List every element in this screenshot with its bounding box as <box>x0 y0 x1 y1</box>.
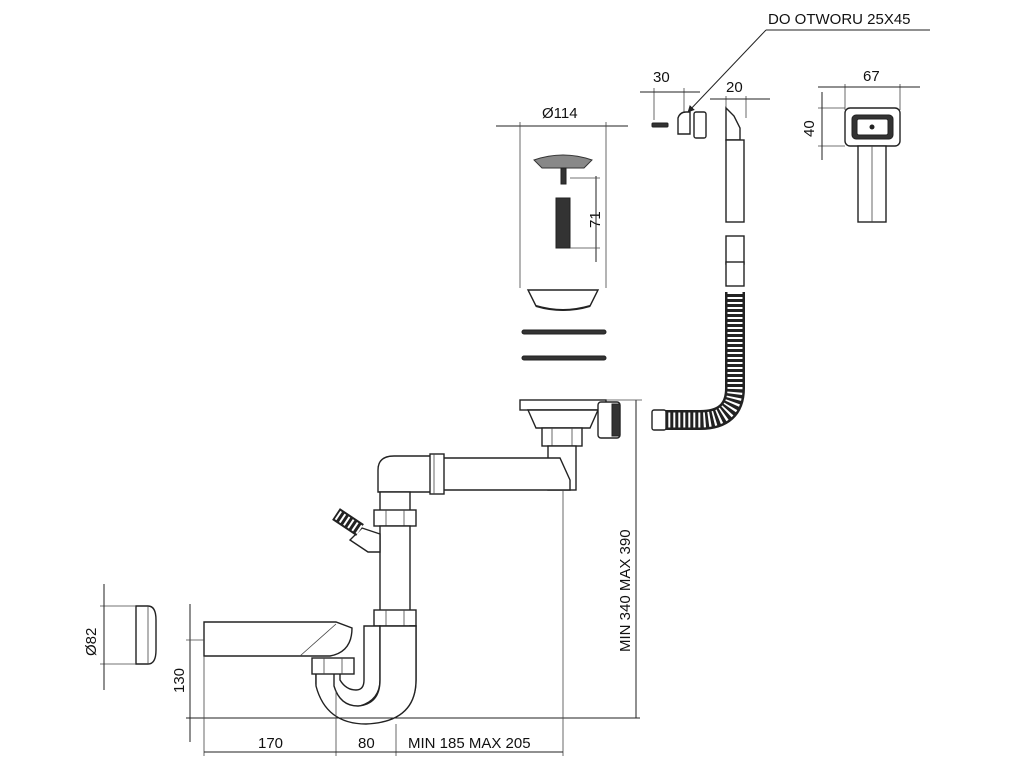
dim-30-label: 30 <box>653 69 670 86</box>
dim-67-label: 67 <box>863 68 880 85</box>
overflow-tube-joint-b <box>725 261 745 287</box>
trap-group <box>311 625 417 725</box>
height-dim-group: MIN 340 MAX 390 <box>606 399 642 718</box>
dim-80-label: 80 <box>358 735 375 752</box>
drain-body-nut <box>541 427 583 447</box>
dim-40-label: 40 <box>801 120 818 137</box>
overflow-tube-joint-a <box>725 235 745 265</box>
overflow-clip-part <box>677 111 691 135</box>
drain-body-top-ring <box>519 399 607 411</box>
hole-note-leader <box>687 29 767 113</box>
standpipe-nut-lower <box>373 609 417 627</box>
outlet-pipe-group <box>203 621 353 657</box>
wall-cap-group: Ø82 <box>83 584 157 690</box>
drain-body-cone <box>526 409 600 429</box>
standpipe-nut-upper <box>373 509 417 527</box>
screw-part <box>651 122 669 128</box>
hose-end-fitting <box>651 409 667 431</box>
outlet-pipe-cut <box>299 623 337 657</box>
side-inlet-tube-dark <box>332 508 364 536</box>
wall-cap <box>135 605 157 665</box>
dim-114-label: Ø114 <box>542 105 578 122</box>
trap-body <box>315 625 417 725</box>
trap-nut <box>311 657 355 675</box>
arm-nut <box>429 453 445 495</box>
gasket-1 <box>521 329 607 335</box>
dim-min185-label: MIN 185 MAX 205 <box>408 735 531 752</box>
dim-130-group: 130 <box>171 604 204 742</box>
gasket-2 <box>521 355 607 361</box>
overflow-cap-part <box>693 111 707 139</box>
dim-82-label: Ø82 <box>83 628 100 656</box>
horizontal-arm <box>439 457 571 491</box>
hole-note-label: DO OTWORU 25X45 <box>768 11 911 28</box>
bottom-dims-group: 170 80 MIN 185 MAX 205 <box>186 490 640 756</box>
overflow-parts-top <box>651 106 745 287</box>
dim-min340-label: MIN 340 MAX 390 <box>617 529 634 652</box>
strainer-group: Ø114 71 <box>496 105 628 361</box>
dim-170-label: 170 <box>258 735 283 752</box>
strainer-stem <box>560 167 567 185</box>
drain-body-group <box>519 399 621 491</box>
hose-ribs <box>662 292 743 428</box>
overflow-head-part <box>725 106 741 141</box>
strainer-basket-head <box>533 154 593 169</box>
flange-lip <box>535 305 591 311</box>
overflow-inlet-nut <box>611 403 621 437</box>
horizontal-arm-group <box>377 453 571 495</box>
dim-20-group: 20 <box>710 79 770 118</box>
corrugated-hose <box>651 292 745 431</box>
dim-130-label: 130 <box>171 668 188 693</box>
stand-pipe-group <box>332 491 417 627</box>
outlet-pipe <box>203 621 353 657</box>
side-inlet-body <box>348 527 381 553</box>
overflow-cover-screw <box>869 124 875 130</box>
overflow-tube-upper <box>725 139 745 223</box>
dim-20-label: 20 <box>726 79 743 96</box>
elbow-bend <box>377 455 441 493</box>
dim-30-group: 30 <box>640 69 700 120</box>
hose-body-dark <box>662 292 745 430</box>
strainer-body <box>555 197 571 249</box>
overflow-cover-group: 67 40 <box>801 68 920 223</box>
standpipe-upper <box>379 491 411 513</box>
standpipe-middle <box>379 525 411 613</box>
hole-note-group: DO OTWORU 25X45 <box>687 11 930 113</box>
